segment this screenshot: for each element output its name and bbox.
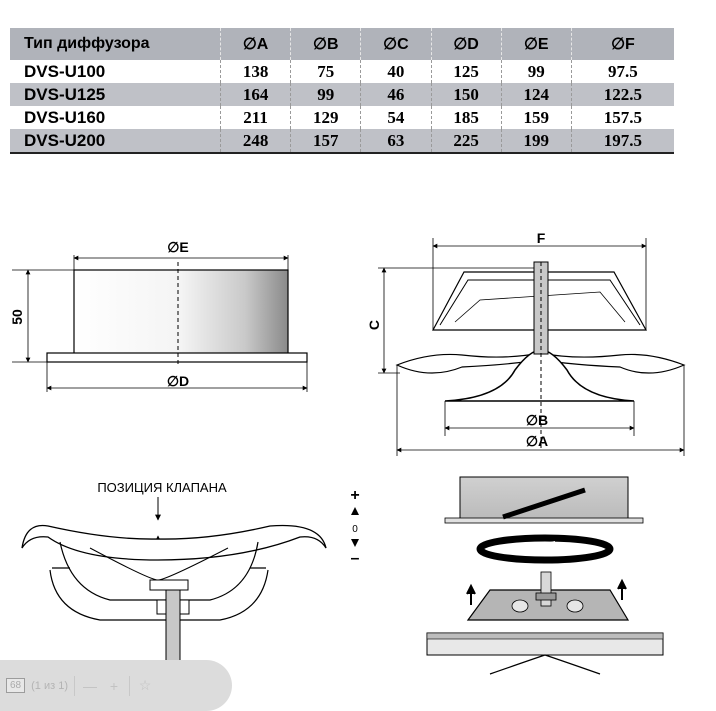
valve-plus: +	[350, 487, 359, 504]
value-cell: 75	[290, 60, 361, 83]
value-cell: 199	[500, 129, 572, 154]
valve-zero: 0	[352, 524, 358, 535]
table-row: DVS-U125 164 99 46 150 124 122.5	[10, 83, 674, 106]
value-cell: 125	[430, 60, 502, 83]
header-cell: Тип диффузора	[10, 28, 221, 60]
model-cell: DVS-U125	[10, 83, 221, 106]
page-number-field[interactable]: 68	[6, 678, 26, 693]
toolbar-separator	[129, 675, 130, 696]
dimensions-table: Тип диффузора ∅A ∅B ∅C ∅D ∅E ∅F DVS-U100…	[10, 28, 674, 154]
toolbar-separator	[74, 675, 75, 696]
valve-position-drawing: ПОЗИЦИЯ КЛАПАНА + 0 –	[21, 480, 360, 671]
value-cell: 159	[500, 106, 572, 129]
value-cell: 124	[500, 83, 572, 106]
value-cell: 54	[360, 106, 432, 129]
page-count-label: (1 из 1)	[31, 679, 68, 692]
label-f: F	[537, 230, 546, 246]
value-cell: 164	[219, 83, 291, 106]
value-cell: 129	[290, 106, 361, 129]
value-cell: 97.5	[570, 60, 674, 83]
value-cell: 225	[430, 129, 502, 154]
table-row: DVS-U100 138 75 40 125 99 97.5	[10, 60, 674, 83]
header-cell: ∅B	[290, 28, 361, 60]
header-cell: ∅E	[500, 28, 572, 60]
value-cell: 122.5	[570, 83, 674, 106]
section-view-drawing: F C ∅B ∅A	[366, 230, 686, 456]
value-cell: 150	[430, 83, 502, 106]
label-b: ∅B	[526, 412, 548, 428]
model-cell: DVS-U200	[10, 129, 221, 154]
valve-position-title: ПОЗИЦИЯ КЛАПАНА	[97, 480, 227, 495]
value-cell: 46	[360, 83, 432, 106]
value-cell: 40	[360, 60, 432, 83]
table-row: DVS-U160 211 129 54 185 159 157.5	[10, 106, 674, 129]
value-cell: 197.5	[570, 129, 674, 154]
valve-minus: –	[351, 550, 360, 567]
bookmark-star-icon[interactable]: ☆	[138, 677, 152, 693]
header-cell: ∅A	[219, 28, 291, 60]
value-cell: 248	[219, 129, 291, 154]
value-cell: 138	[219, 60, 291, 83]
header-cell: ∅C	[360, 28, 432, 60]
value-cell: 63	[360, 129, 432, 154]
label-d: ∅D	[167, 373, 189, 389]
assembly-drawing	[426, 476, 664, 675]
table-header-row: Тип диффузора ∅A ∅B ∅C ∅D ∅E ∅F	[10, 28, 674, 60]
model-cell: DVS-U100	[24, 61, 106, 81]
zoom-out-icon[interactable]: —	[83, 677, 97, 694]
label-height: 50	[9, 309, 25, 325]
side-view-drawing: ∅E ∅D 50	[9, 239, 308, 392]
value-cell: 157	[290, 129, 361, 154]
header-cell: ∅D	[430, 28, 502, 60]
value-cell: 157.5	[570, 106, 674, 129]
label-e: ∅E	[167, 239, 189, 255]
model-cell: DVS-U160	[24, 107, 106, 127]
value-cell: 185	[430, 106, 502, 129]
label-a: ∅A	[526, 433, 548, 449]
table-row: DVS-U200 248 157 63 225 199 197.5	[10, 129, 674, 154]
header-cell: ∅F	[570, 28, 674, 60]
value-cell: 99	[290, 83, 361, 106]
value-cell: 211	[219, 106, 291, 129]
label-c: C	[366, 320, 382, 330]
pdf-viewer-toolbar: 68 (1 из 1) — + ☆	[0, 660, 232, 711]
zoom-in-icon[interactable]: +	[109, 677, 119, 694]
value-cell: 99	[500, 60, 572, 83]
